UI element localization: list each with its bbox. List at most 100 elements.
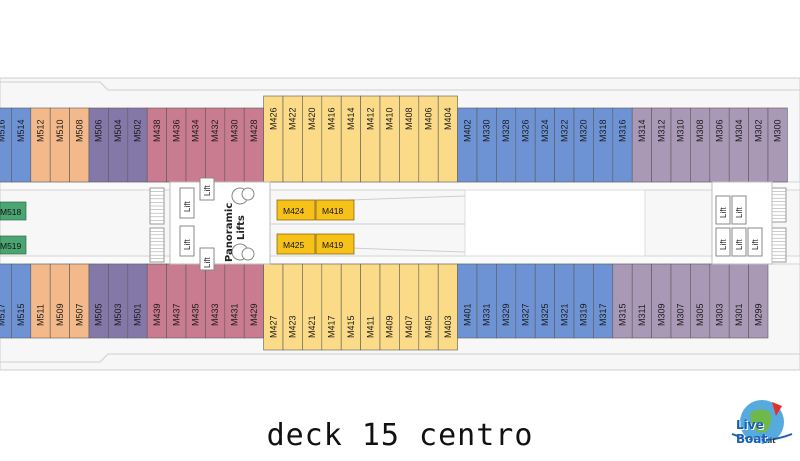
- cabin-m512[interactable]: [30, 107, 51, 183]
- upper-deck-edge: [0, 81, 800, 91]
- cabin-m418[interactable]: [315, 199, 355, 221]
- cabin-m424[interactable]: [276, 199, 316, 221]
- cabin-label: M504: [113, 119, 123, 142]
- panoramic-lift-pod[interactable]: [241, 187, 255, 201]
- cabin-label: M439: [152, 303, 162, 326]
- lift-label: Lift: [203, 257, 212, 268]
- lift-shaft[interactable]: [179, 225, 195, 257]
- logo-text-live: Live: [736, 418, 764, 432]
- cabin-m502[interactable]: [127, 107, 148, 183]
- cabin-label: M506: [94, 119, 104, 142]
- cabin-m322[interactable]: [554, 107, 575, 183]
- stairs-left: [149, 187, 165, 263]
- cabin-m302[interactable]: [748, 107, 769, 183]
- cabin-label: M434: [191, 119, 201, 142]
- cabin-m316[interactable]: [612, 107, 633, 183]
- cabin-m436[interactable]: [166, 107, 187, 183]
- cabin-m304[interactable]: [728, 107, 749, 183]
- cabin-label: M414: [346, 107, 356, 130]
- cabin-m434[interactable]: [185, 107, 206, 183]
- cabin-label: M421: [307, 315, 317, 338]
- cabin-label: M431: [230, 303, 240, 326]
- logo-text-boat: Boat: [736, 432, 768, 446]
- stairs-right: [771, 187, 787, 263]
- cabin-label: M428: [249, 119, 259, 142]
- cabin-m324[interactable]: [534, 107, 555, 183]
- cabin-m518[interactable]: [0, 201, 27, 221]
- cabin-m419[interactable]: [315, 233, 355, 255]
- cabin-label: M507: [74, 303, 84, 326]
- lift-shaft[interactable]: [731, 227, 747, 257]
- lift-label: Lift: [203, 185, 212, 196]
- cabin-m504[interactable]: [108, 107, 129, 183]
- cabin-label: M331: [482, 303, 492, 326]
- cabin-label: M312: [656, 119, 666, 142]
- globe-icon: [731, 400, 793, 444]
- cabin-m508[interactable]: [69, 107, 90, 183]
- cabin-m314[interactable]: [631, 107, 652, 183]
- lift-label: Lift: [719, 207, 728, 218]
- cabin-label: M427: [268, 315, 278, 338]
- cabin-m310[interactable]: [670, 107, 691, 183]
- cabin-m402[interactable]: [457, 107, 478, 183]
- cabin-m300[interactable]: [767, 107, 788, 183]
- lift-label: Lift: [183, 239, 192, 250]
- cabin-m432[interactable]: [205, 107, 226, 183]
- cabin-m306[interactable]: [709, 107, 730, 183]
- cabin-label: M322: [559, 119, 569, 142]
- cabin-label: M402: [462, 119, 472, 142]
- lift-shaft[interactable]: [731, 195, 747, 225]
- cabin-label: M516: [0, 119, 7, 142]
- lift-shaft[interactable]: [199, 177, 215, 201]
- cabin-label: M511: [36, 304, 46, 326]
- lift-shaft[interactable]: [179, 187, 195, 219]
- cabin-label: M515: [16, 303, 26, 326]
- cabin-m430[interactable]: [224, 107, 245, 183]
- cabin-m425[interactable]: [276, 233, 316, 255]
- cabin-m519[interactable]: [0, 235, 27, 255]
- cabin-m326[interactable]: [515, 107, 536, 183]
- cabin-label: M404: [443, 107, 453, 130]
- cabin-m510[interactable]: [49, 107, 70, 183]
- cabin-label: M318: [598, 119, 608, 142]
- cabin-m514[interactable]: [11, 107, 32, 183]
- cabin-label: M321: [559, 303, 569, 326]
- cabin-m328[interactable]: [496, 107, 517, 183]
- cabin-label: M315: [618, 303, 628, 326]
- cabin-m516[interactable]: [0, 107, 12, 183]
- walkway: [349, 247, 466, 253]
- cabin-label: M430: [230, 119, 240, 142]
- cabin-label: M437: [171, 303, 181, 326]
- lift-shaft[interactable]: [715, 195, 731, 225]
- cabin-label: M425: [283, 240, 305, 250]
- cabin-m428[interactable]: [243, 107, 264, 183]
- lift-label: Lift: [735, 207, 744, 218]
- cabin-label: M324: [540, 119, 550, 142]
- cabin-label: M418: [322, 206, 344, 216]
- cabin-m320[interactable]: [573, 107, 594, 183]
- cabin-label: M403: [443, 315, 453, 338]
- central-atrium: [464, 189, 646, 257]
- cabin-label: M309: [656, 303, 666, 326]
- cabin-label: M429: [249, 303, 259, 326]
- cabin-label: M317: [598, 303, 608, 326]
- cabin-label: M419: [322, 240, 344, 250]
- cabin-m438[interactable]: [146, 107, 167, 183]
- cabin-m506[interactable]: [88, 107, 109, 183]
- cabin-m308[interactable]: [690, 107, 711, 183]
- lift-label: Lift: [735, 239, 744, 250]
- lift-shaft[interactable]: [199, 247, 215, 271]
- cabin-m330[interactable]: [476, 107, 497, 183]
- cabin-m312[interactable]: [651, 107, 672, 183]
- panoramic-lift-pod[interactable]: [241, 247, 255, 261]
- cabin-label: M401: [462, 303, 472, 326]
- cabin-label: M320: [579, 119, 589, 142]
- cabin-label: M408: [404, 107, 414, 130]
- panoramic-lifts-label: Panoramic: [224, 203, 235, 262]
- lift-shaft[interactable]: [747, 227, 763, 257]
- deck-title: deck 15 centro: [266, 418, 534, 453]
- cabin-label: M304: [734, 119, 744, 142]
- cabin-m318[interactable]: [593, 107, 614, 183]
- lift-shaft[interactable]: [715, 227, 731, 257]
